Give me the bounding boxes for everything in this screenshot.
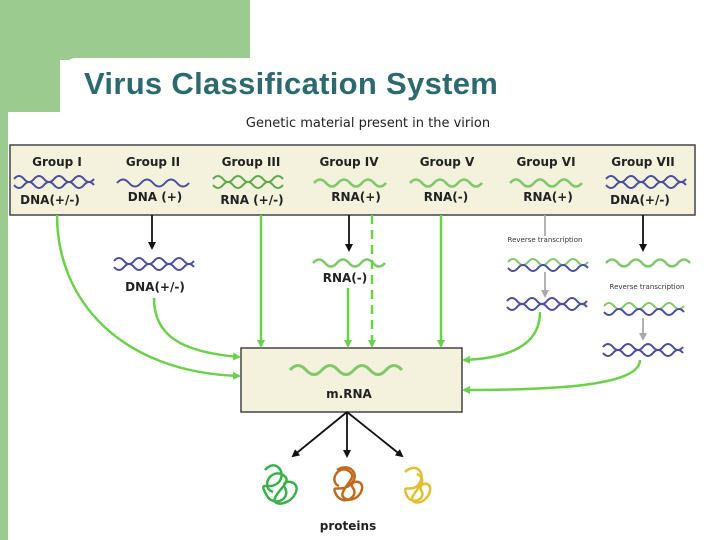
group-2-intermediate-label: DNA(+/-) — [125, 280, 185, 294]
proteins-label: proteins — [320, 519, 376, 533]
title-area: Virus Classification System — [62, 58, 720, 114]
rna-plus-strand-icon — [313, 178, 387, 188]
dna-double-strand-icon — [13, 175, 95, 189]
slide-title: Virus Classification System — [84, 66, 499, 101]
arrow-g1-to-mrna — [55, 214, 241, 380]
group-5-name: Group V — [420, 155, 475, 169]
rna-plus-strand-icon — [509, 178, 583, 188]
group-7-name: Group VII — [611, 155, 675, 169]
group-6-name: Group VI — [516, 155, 575, 169]
dna-double-strand-icon — [506, 297, 588, 311]
reverse-transcription-label-7: Reverse transcription — [610, 283, 685, 291]
group-4-material: RNA(+) — [331, 190, 381, 204]
arrow-g6-to-mrna — [462, 311, 542, 364]
diagram-header: Genetic material present in the virion — [246, 116, 490, 131]
dna-double-strand-icon — [602, 343, 684, 357]
group-3-name: Group III — [222, 155, 281, 169]
group-2-material: DNA (+) — [128, 190, 183, 204]
arrow-mrna-to-protein-3 — [346, 411, 404, 458]
group-4-name: Group IV — [319, 155, 379, 169]
rna-dna-hybrid-icon — [603, 302, 685, 316]
group-7-material: DNA(+/-) — [610, 193, 670, 207]
mrna-box — [240, 347, 463, 413]
dna-double-strand-icon — [605, 175, 687, 189]
rna-minus-strand-icon — [409, 178, 483, 188]
group-1-name: Group I — [32, 155, 82, 169]
rna-minus-strand-icon — [312, 258, 386, 268]
arrow-g7-to-mrna — [462, 359, 642, 394]
protein-green-icon — [262, 464, 298, 505]
group-3-material: RNA (+/-) — [220, 193, 283, 207]
rna-dna-hybrid-icon — [507, 258, 589, 272]
group-6-material: RNA(+) — [523, 190, 573, 204]
arrow-g2-to-mrna — [152, 297, 241, 361]
group-5-material: RNA(-) — [424, 190, 469, 204]
top-decor-block — [0, 0, 250, 60]
mrna-strand-icon — [288, 364, 404, 376]
reverse-transcription-label-6: Reverse transcription — [508, 236, 583, 244]
rna-strand-icon — [605, 258, 691, 268]
protein-orange-icon — [333, 466, 364, 502]
arrow-mrna-to-protein-1 — [291, 411, 348, 458]
group-1-material: DNA(+/-) — [20, 193, 80, 207]
dna-single-strand-icon — [116, 178, 190, 188]
group-2-name: Group II — [126, 155, 180, 169]
protein-yellow-icon — [403, 466, 432, 504]
dna-double-strand-icon — [113, 257, 195, 271]
rna-double-strand-icon — [212, 175, 284, 189]
group-4-intermediate-label: RNA(-) — [323, 271, 368, 285]
mrna-label: m.RNA — [326, 387, 372, 401]
